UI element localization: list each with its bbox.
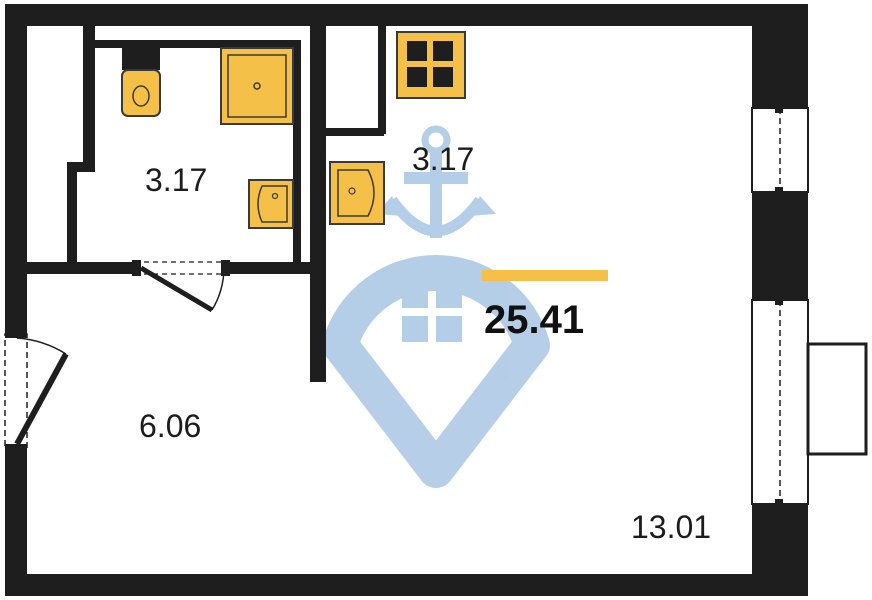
- hallway-area-label: 6.06: [139, 408, 202, 444]
- kitchen-area-label: 3.17: [412, 141, 475, 177]
- entrance-door: [4, 330, 69, 452]
- toilet-icon: [121, 48, 161, 117]
- window-upper: [751, 103, 809, 197]
- total-area-label: 25.41: [484, 298, 585, 342]
- total-area-accent-bar: [482, 270, 608, 281]
- exterior-walls: [5, 4, 808, 596]
- bathroom-area-label: 3.17: [145, 162, 208, 198]
- stove-icon: [396, 31, 466, 99]
- shower-tray-icon: [220, 47, 294, 125]
- bathroom-door: [132, 260, 230, 313]
- balcony: [806, 342, 868, 456]
- living-area-label: 13.01: [631, 509, 712, 545]
- anchor-heart-logo-icon: [322, 125, 550, 488]
- kitchen-sink-icon: [329, 161, 385, 225]
- window-lower: [751, 295, 809, 509]
- interior-walls: [27, 26, 386, 382]
- bathroom-sink-icon: [248, 179, 294, 229]
